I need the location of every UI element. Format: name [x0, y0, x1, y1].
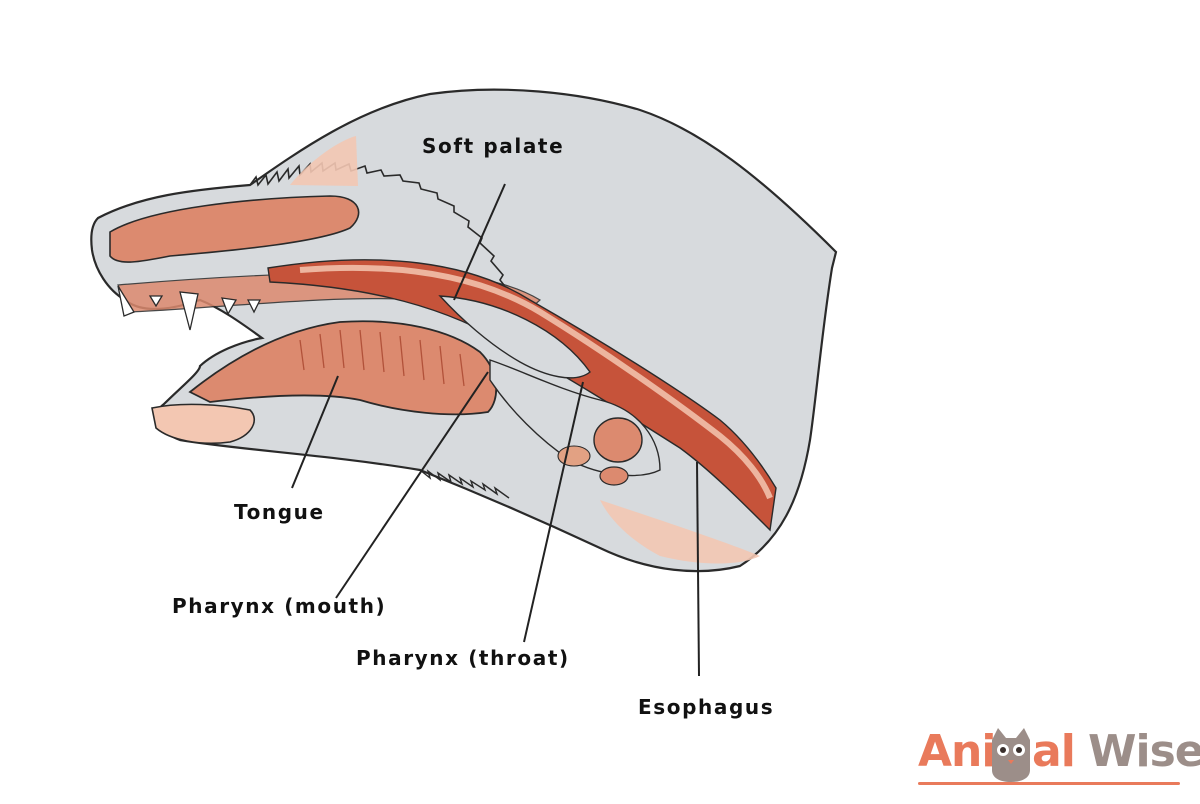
- esophagus-lumen: [299, 264, 773, 500]
- label-esophagus: Esophagus: [638, 695, 775, 719]
- pointer-pharynx-throat: [523, 381, 584, 643]
- logo-underline: [918, 782, 1180, 785]
- label-tongue: Tongue: [234, 500, 325, 524]
- animalwised-logo: Ani al Wised: [918, 722, 1200, 788]
- hyoid-small: [599, 466, 629, 486]
- label-soft-palate: Soft palate: [422, 134, 565, 158]
- trachea-lower: [600, 500, 760, 564]
- label-pharynx-mouth: Pharynx (mouth): [172, 594, 387, 618]
- teeth: [117, 285, 262, 331]
- pointer-soft-palate: [453, 183, 506, 301]
- logo-text-ani: Ani: [918, 726, 996, 777]
- nasal-cavity: [109, 195, 360, 263]
- cat-face-icon: [992, 728, 1030, 782]
- soft-palate-tissue: [438, 295, 591, 379]
- fur-underside: [419, 469, 510, 499]
- pointer-pharynx-mouth: [335, 371, 489, 599]
- head-silhouette: [90, 88, 838, 573]
- lower-jaw-tip: [151, 403, 255, 445]
- hyoid-round: [593, 417, 643, 463]
- pointer-tongue: [291, 375, 339, 489]
- epiglottis: [557, 445, 591, 467]
- fur-edge: [249, 161, 523, 326]
- logo-text-wised: Wised: [1088, 726, 1200, 777]
- forehead-sinus: [290, 136, 358, 186]
- logo-text-al: al: [1032, 726, 1076, 777]
- label-pharynx-throat: Pharynx (throat): [356, 646, 570, 670]
- tongue-texture: [299, 329, 465, 387]
- pointer-esophagus: [696, 461, 700, 677]
